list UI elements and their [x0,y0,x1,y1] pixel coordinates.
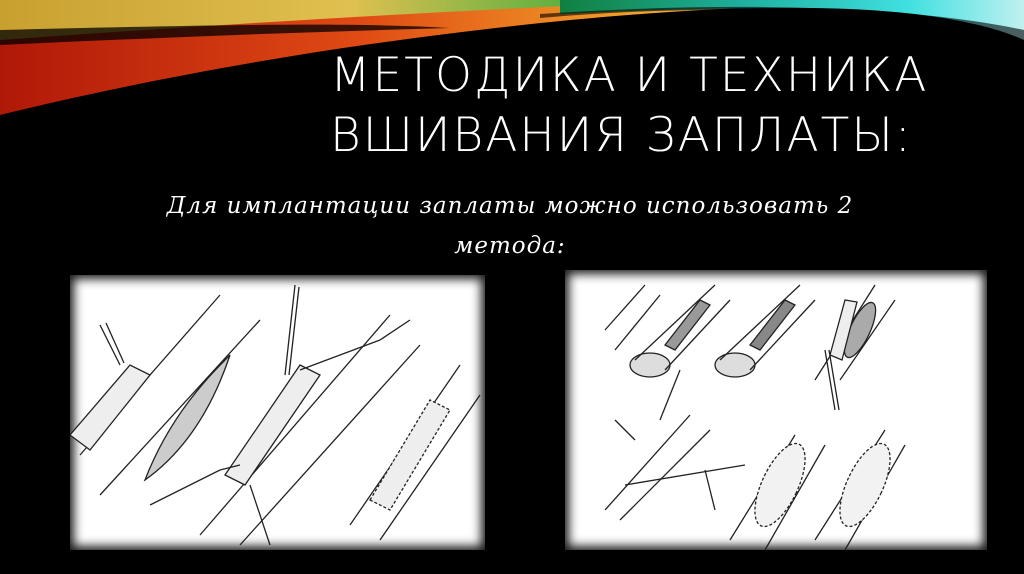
subtitle-line-1: Для имплантации заплаты можно использова… [166,193,854,219]
method-2-illustration [565,270,987,550]
slide-subtitle: Для имплантации заплаты можно использова… [60,186,960,266]
patch-stages-drawing [604,284,906,550]
slide-title: МЕТОДИКА И ТЕХНИКА ВШИВАНИЯ ЗАПЛАТЫ: [330,46,1010,166]
vessel-suture-drawing [70,284,481,546]
title-line-2: ВШИВАНИЯ ЗАПЛАТЫ: [330,108,913,163]
subtitle-line-2: метода: [454,233,566,259]
title-line-1: МЕТОДИКА И ТЕХНИКА [330,48,929,103]
decorative-swoosh [0,0,1024,115]
method-1-illustration [70,275,485,550]
